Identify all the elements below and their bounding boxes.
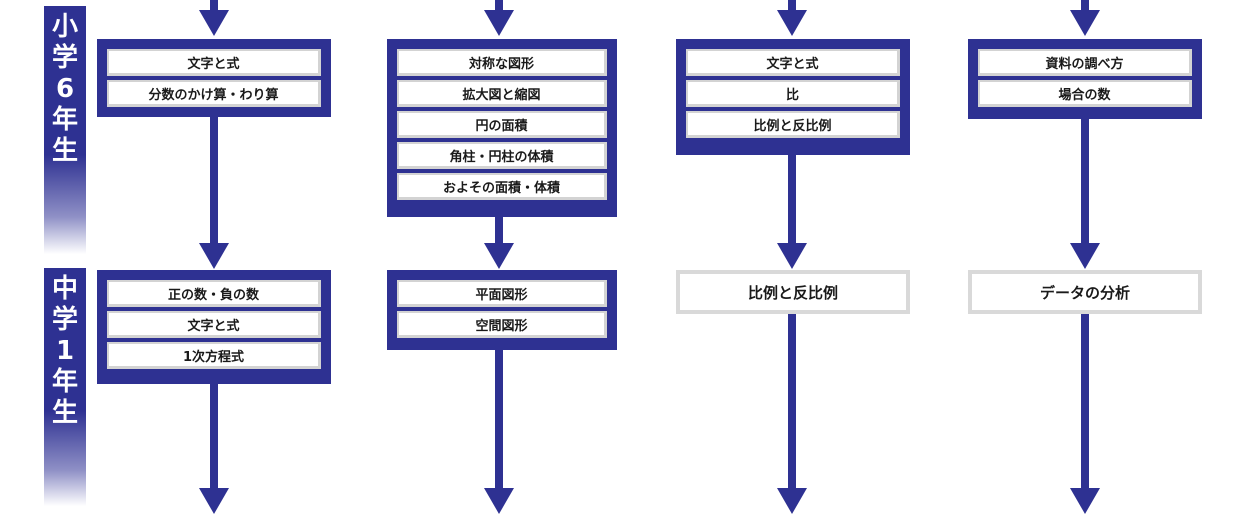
- topic-item: およその面積・体積: [397, 173, 607, 200]
- topic-item: 場合の数: [978, 80, 1192, 107]
- flow-line: [1081, 0, 1089, 12]
- flow-line: [495, 200, 503, 246]
- topic-item: 平面図形: [397, 280, 607, 307]
- grade-label-junior-1: 中 学 1 年 生: [44, 268, 86, 506]
- grade-char: 学: [51, 43, 78, 73]
- topic-item: 文字と式: [107, 311, 321, 338]
- topic-item: 文字と式: [686, 49, 900, 76]
- arrow-head: [199, 10, 229, 36]
- topic-item: 対称な図形: [397, 49, 607, 76]
- topic-item: 資料の調べ方: [978, 49, 1192, 76]
- topic-item: 比例と反比例: [686, 111, 900, 138]
- arrow-head: [484, 488, 514, 514]
- topic-item: 正の数・負の数: [107, 280, 321, 307]
- topic-box-plain: 比例と反比例: [676, 270, 910, 314]
- flow-line: [788, 0, 796, 12]
- flow-line: [1081, 110, 1089, 246]
- arrow-head: [484, 243, 514, 269]
- topic-item: 比: [686, 80, 900, 107]
- grade-char: 中: [51, 274, 78, 304]
- grade-char: 小: [51, 12, 78, 42]
- topic-box: 正の数・負の数 文字と式 1次方程式: [97, 270, 331, 384]
- grade-char: 年: [51, 367, 78, 397]
- topic-box: 平面図形 空間図形: [387, 270, 617, 350]
- grade-char: 生: [51, 398, 78, 428]
- topic-item: 拡大図と縮図: [397, 80, 607, 107]
- topic-box: 対称な図形 拡大図と縮図 円の面積 角柱・円柱の体積 およその面積・体積: [387, 39, 617, 217]
- arrow-head: [1070, 243, 1100, 269]
- topic-box: 資料の調べ方 場合の数: [968, 39, 1202, 119]
- grade-char: 6: [55, 74, 75, 104]
- topic-box: 文字と式 分数のかけ算・わり算: [97, 39, 331, 117]
- arrow-head: [777, 488, 807, 514]
- topic-box: 文字と式 比 比例と反比例: [676, 39, 910, 155]
- arrow-head: [777, 243, 807, 269]
- grade-char: 生: [51, 136, 78, 166]
- flow-line: [495, 340, 503, 490]
- grade-label-elementary-6: 小 学 6 年 生: [44, 6, 86, 254]
- flow-line: [495, 0, 503, 12]
- flow-line: [210, 0, 218, 12]
- arrow-head: [199, 243, 229, 269]
- topic-item: 円の面積: [397, 111, 607, 138]
- flow-line: [210, 100, 218, 246]
- flow-line: [1081, 310, 1089, 490]
- topic-item: 角柱・円柱の体積: [397, 142, 607, 169]
- topic-item: 1次方程式: [107, 342, 321, 369]
- grade-char: 年: [51, 105, 78, 135]
- flow-line: [788, 310, 796, 490]
- topic-box-plain: データの分析: [968, 270, 1202, 314]
- arrow-head: [199, 488, 229, 514]
- arrow-head: [1070, 488, 1100, 514]
- arrow-head: [484, 10, 514, 36]
- topic-item: 文字と式: [107, 49, 321, 76]
- grade-char: 1: [55, 336, 75, 366]
- flow-line: [210, 380, 218, 490]
- arrow-head: [1070, 10, 1100, 36]
- flow-line: [788, 150, 796, 246]
- grade-char: 学: [51, 305, 78, 335]
- topic-item: 空間図形: [397, 311, 607, 338]
- topic-item: 分数のかけ算・わり算: [107, 80, 321, 107]
- arrow-head: [777, 10, 807, 36]
